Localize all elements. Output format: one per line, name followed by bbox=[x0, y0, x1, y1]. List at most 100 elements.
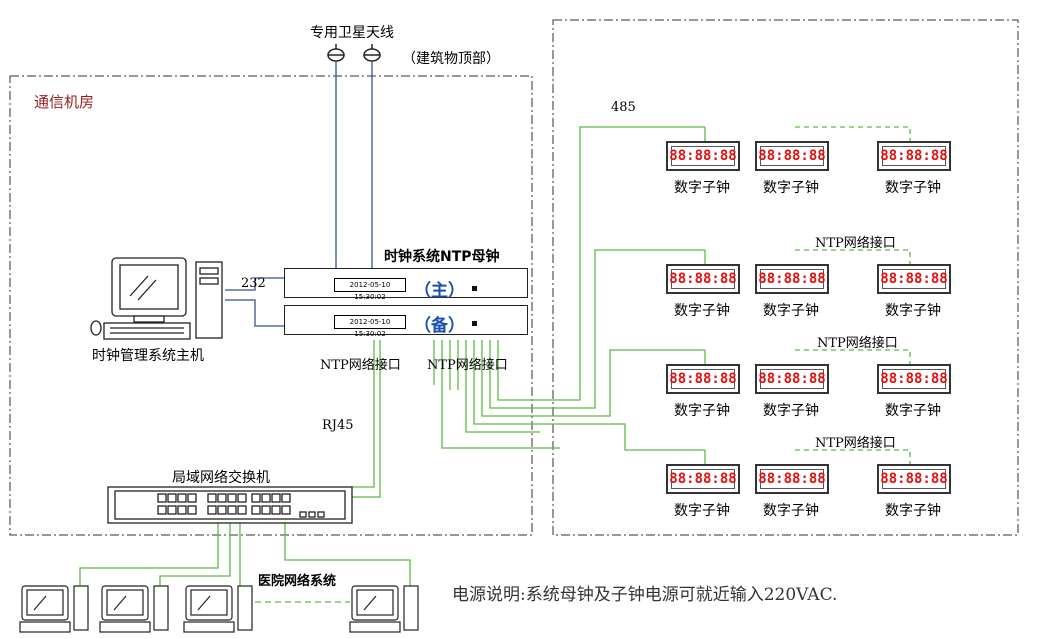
clock-digits: 88:88:88 bbox=[880, 148, 948, 164]
clock-face: 88:88:88 bbox=[669, 369, 737, 389]
slave-clock-label: 数字子钟 bbox=[885, 403, 941, 419]
switch-port bbox=[157, 505, 167, 515]
ntp-port-left-label: NTP网络接口 bbox=[320, 358, 401, 373]
backup-label: （备） bbox=[414, 316, 465, 336]
slave-clock-label: 数字子钟 bbox=[674, 403, 730, 419]
digital-slave-clock: 88:88:88 bbox=[755, 141, 829, 171]
row-ntp-port-label: NTP网络接口 bbox=[815, 236, 896, 251]
room-label: 通信机房 bbox=[34, 93, 95, 111]
hospital-pc bbox=[99, 585, 169, 633]
ntp-port-right-label: NTP网络接口 bbox=[427, 358, 508, 373]
clock-digits: 88:88:88 bbox=[880, 471, 948, 487]
clock-face: 88:88:88 bbox=[669, 146, 737, 166]
clock-face: 88:88:88 bbox=[669, 269, 737, 289]
slave-clock-label: 数字子钟 bbox=[885, 180, 941, 196]
digital-slave-clock: 88:88:88 bbox=[666, 464, 740, 494]
switch-port bbox=[271, 493, 281, 503]
switch-port bbox=[177, 505, 187, 515]
switch-port bbox=[251, 505, 261, 515]
room-boundary bbox=[9, 75, 533, 536]
switch-port bbox=[251, 493, 261, 503]
clock-digits: 88:88:88 bbox=[880, 271, 948, 287]
switch-port bbox=[167, 505, 177, 515]
clock-digits: 88:88:88 bbox=[669, 271, 737, 287]
master-display-primary: 2012-05-10 15:30:02 bbox=[334, 278, 406, 301]
clock-digits: 88:88:88 bbox=[758, 371, 826, 387]
switch-port bbox=[217, 493, 227, 503]
host-computer bbox=[90, 257, 223, 340]
clock-face: 88:88:88 bbox=[758, 269, 826, 289]
switch-port bbox=[227, 505, 237, 515]
digital-slave-clock: 88:88:88 bbox=[755, 264, 829, 294]
clock-area-boundary bbox=[552, 19, 1019, 536]
switch-port bbox=[271, 505, 281, 515]
digital-slave-clock: 88:88:88 bbox=[666, 264, 740, 294]
switch-led bbox=[308, 511, 316, 518]
switch-port bbox=[157, 493, 167, 503]
clock-digits: 88:88:88 bbox=[880, 371, 948, 387]
clock-face: 88:88:88 bbox=[758, 469, 826, 489]
clock-digits: 88:88:88 bbox=[669, 471, 737, 487]
switch-port bbox=[177, 493, 187, 503]
primary-label: （主） bbox=[414, 281, 465, 301]
switch-label: 局域网络交换机 bbox=[172, 470, 270, 486]
slave-clock-label: 数字子钟 bbox=[674, 180, 730, 196]
clock-digits: 88:88:88 bbox=[669, 148, 737, 164]
clock-face: 88:88:88 bbox=[880, 269, 948, 289]
switch-port bbox=[261, 493, 271, 503]
hospital-computers bbox=[19, 585, 419, 633]
slave-clock-label: 数字子钟 bbox=[763, 303, 819, 319]
status-led-backup bbox=[472, 321, 477, 326]
switch-port bbox=[187, 505, 197, 515]
clock-face: 88:88:88 bbox=[758, 146, 826, 166]
rs485-label: 485 bbox=[611, 100, 636, 115]
master-display-backup: 2012-05-10 15:30:02 bbox=[334, 315, 406, 338]
switch-port bbox=[217, 505, 227, 515]
switch-port bbox=[167, 493, 177, 503]
switch-led bbox=[317, 511, 325, 518]
hospital-network-label: 医院网络系统 bbox=[258, 574, 337, 589]
switch-port bbox=[261, 505, 271, 515]
slave-clock-label: 数字子钟 bbox=[763, 503, 819, 519]
slave-clock-label: 数字子钟 bbox=[885, 303, 941, 319]
switch-led bbox=[299, 511, 307, 518]
clock-face: 88:88:88 bbox=[880, 469, 948, 489]
network-switch bbox=[107, 486, 353, 524]
digital-slave-clock: 88:88:88 bbox=[877, 364, 951, 394]
antenna-label: 专用卫星天线 bbox=[310, 25, 394, 41]
switch-port bbox=[207, 493, 217, 503]
digital-slave-clock: 88:88:88 bbox=[755, 364, 829, 394]
row-ntp-port-label: NTP网络接口 bbox=[817, 336, 898, 351]
clock-digits: 88:88:88 bbox=[758, 271, 826, 287]
digital-slave-clock: 88:88:88 bbox=[666, 141, 740, 171]
host-label: 时钟管理系统主机 bbox=[92, 348, 204, 364]
digital-slave-clock: 88:88:88 bbox=[877, 264, 951, 294]
clock-face: 88:88:88 bbox=[758, 369, 826, 389]
slave-clock-label: 数字子钟 bbox=[763, 403, 819, 419]
switch-port bbox=[207, 505, 217, 515]
switch-port bbox=[227, 493, 237, 503]
clock-face: 88:88:88 bbox=[880, 369, 948, 389]
switch-port bbox=[237, 493, 247, 503]
antenna-cables bbox=[225, 62, 373, 327]
hospital-pc bbox=[183, 585, 253, 633]
status-led-primary bbox=[472, 286, 477, 291]
slave-clock-label: 数字子钟 bbox=[885, 503, 941, 519]
digital-slave-clock: 88:88:88 bbox=[877, 141, 951, 171]
master-clock-backup bbox=[284, 305, 528, 335]
row-ntp-port-label: NTP网络接口 bbox=[815, 436, 896, 451]
hospital-pc bbox=[19, 585, 89, 633]
slave-clock-label: 数字子钟 bbox=[674, 503, 730, 519]
rs232-label: 232 bbox=[241, 276, 266, 291]
digital-slave-clock: 88:88:88 bbox=[877, 464, 951, 494]
rj45-label: RJ45 bbox=[322, 418, 354, 433]
master-clock-label: 时钟系统NTP母钟 bbox=[384, 249, 500, 265]
digital-slave-clock: 88:88:88 bbox=[755, 464, 829, 494]
digital-slave-clock: 88:88:88 bbox=[666, 364, 740, 394]
clock-digits: 88:88:88 bbox=[758, 471, 826, 487]
clock-digits: 88:88:88 bbox=[669, 371, 737, 387]
building-top-label: （建筑物顶部） bbox=[402, 51, 500, 67]
hospital-pc bbox=[349, 585, 419, 633]
network-links bbox=[79, 126, 911, 603]
